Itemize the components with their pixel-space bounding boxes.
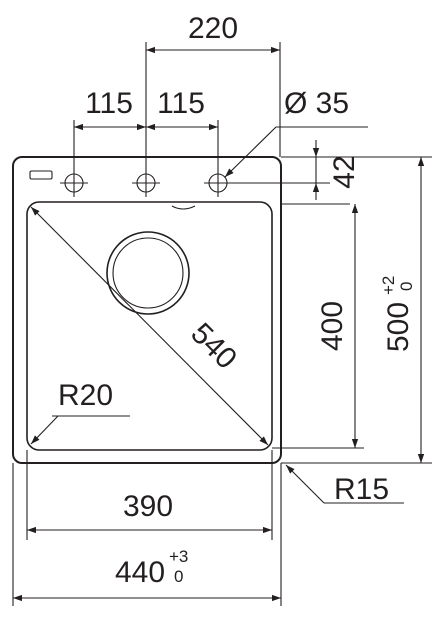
tap-hole-2 [132, 169, 160, 197]
dim-220-label: 220 [188, 12, 238, 45]
radius-leader-r15 [285, 464, 325, 504]
dimension-line-540 [30, 206, 269, 446]
bowl-outline [26, 201, 273, 451]
tap-hole-1 [60, 169, 88, 197]
dim-390-label: 390 [123, 490, 173, 523]
drain-outlet [106, 231, 190, 315]
dim-400-label: 400 [316, 301, 349, 351]
dim-115-right-label: 115 [157, 87, 205, 120]
dim-540-label: 540 [184, 317, 243, 376]
dim-440-tol-upper: +3 [169, 547, 188, 566]
dim-500-tol-lower: 0 [397, 282, 416, 291]
dim-115-left-label: 115 [85, 87, 133, 120]
dim-r15-label: R15 [334, 473, 389, 506]
sink-outer-outline [12, 156, 282, 464]
overflow-slot [29, 170, 53, 180]
dim-42-label: 42 [328, 155, 361, 188]
dim-r20-label: R20 [58, 379, 113, 412]
dim-500-label: 500 [382, 302, 415, 352]
dim-diameter-label: Ø 35 [284, 87, 349, 120]
diameter-leader [224, 126, 277, 178]
dim-440-label: 440 [115, 556, 165, 589]
dim-440-tol-lower: 0 [174, 567, 183, 586]
dim-500-tol-upper: +2 [379, 276, 398, 295]
radius-leader-r20 [30, 415, 59, 445]
dim-500-group: 500 +2 0 [379, 276, 416, 352]
overflow-mark [171, 205, 196, 210]
